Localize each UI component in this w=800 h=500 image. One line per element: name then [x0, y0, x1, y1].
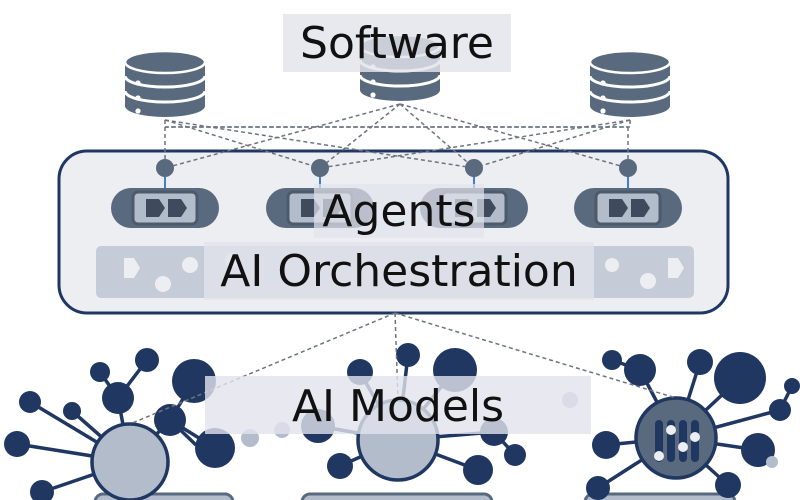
software-agent-connectors	[164, 103, 631, 169]
ai-models-label: AI Models	[205, 376, 591, 434]
neural-network-icon	[90, 422, 170, 500]
orchestration-flow-decor	[124, 253, 684, 292]
lower-layer-stubs	[93, 492, 737, 500]
ai-orchestration-label: AI Orchestration	[204, 242, 594, 300]
database-icon	[123, 49, 207, 119]
software-label: Software	[283, 14, 511, 72]
agents-label: Agents	[314, 184, 484, 238]
agent-icon	[109, 186, 221, 230]
equalizer-icon	[654, 420, 700, 462]
agent-icon	[572, 186, 684, 230]
database-icon	[588, 49, 672, 119]
neural-network-icon	[634, 396, 718, 480]
